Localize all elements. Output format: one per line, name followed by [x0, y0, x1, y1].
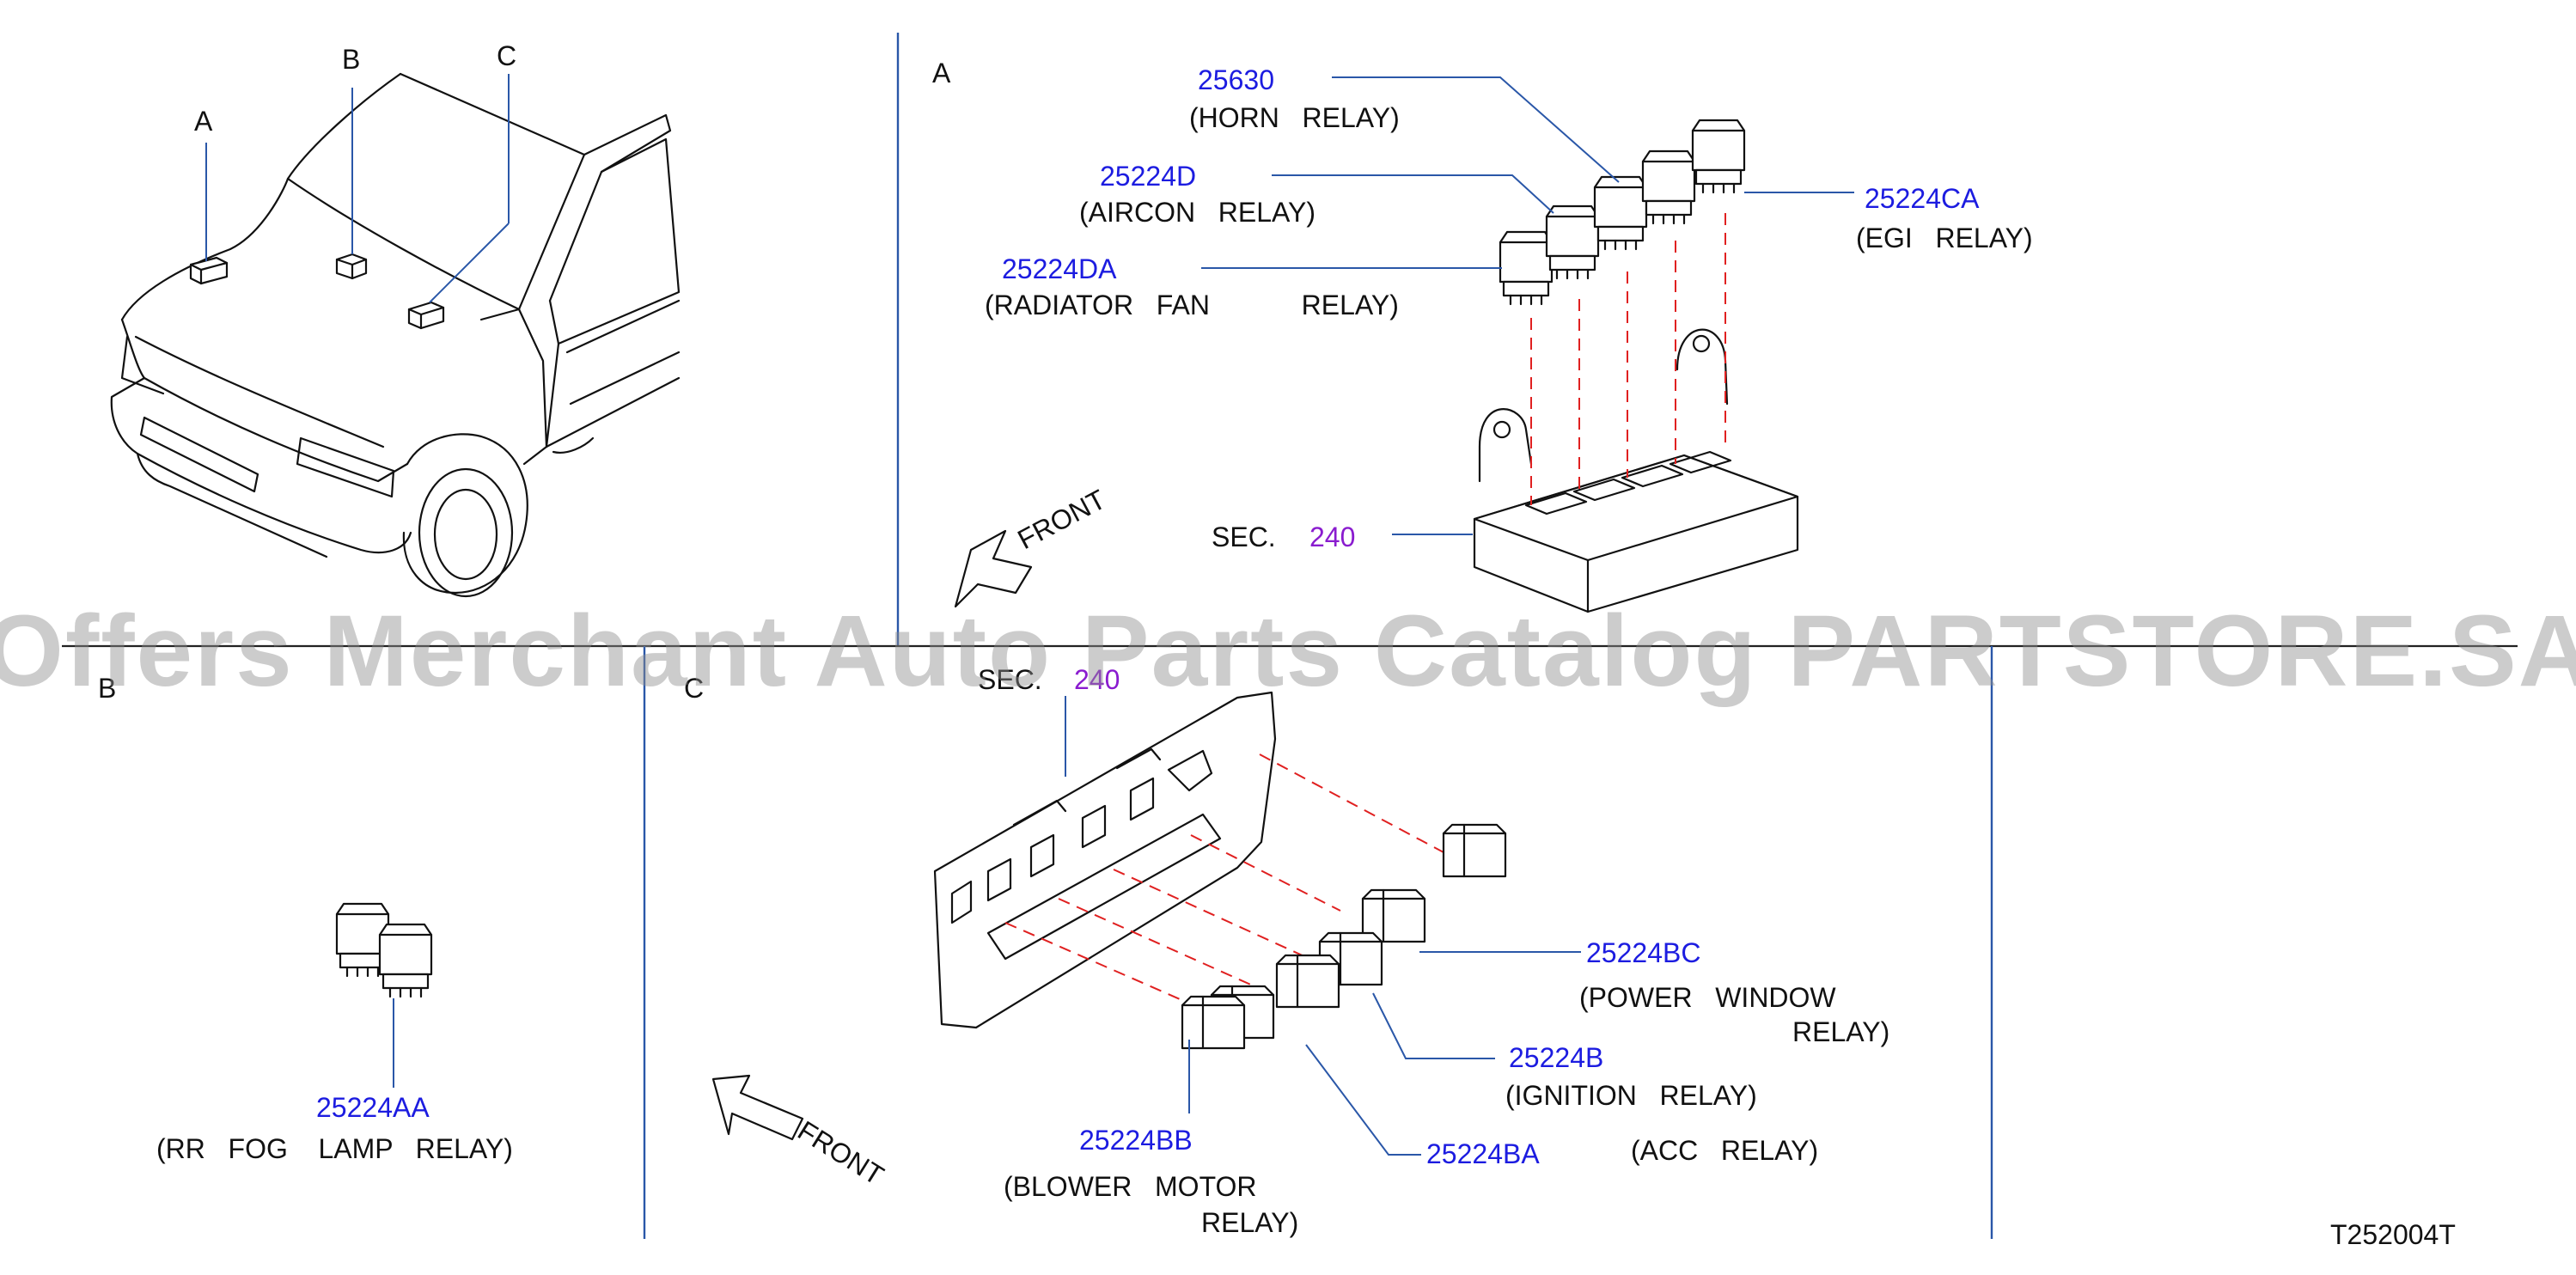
part-number-25224aa: 25224AA — [316, 1092, 430, 1123]
zone-label-b: B — [98, 673, 116, 704]
part-name-aircon-relay: (AIRCON RELAY) — [1079, 197, 1315, 228]
part-number-25224ba: 25224BA — [1426, 1138, 1540, 1169]
section-ref-number-a: 240 — [1309, 522, 1355, 552]
part-number-25224bb: 25224BB — [1079, 1125, 1193, 1156]
part-number-25224d: 25224D — [1100, 161, 1196, 192]
part-name-radiator-fan-relay: (RADIATOR FAN RELAY) — [985, 290, 1399, 320]
part-number-25224da: 25224DA — [1002, 253, 1117, 284]
zone-label-a: A — [932, 58, 951, 88]
vehicle-marker-c: C — [497, 40, 516, 71]
section-ref-prefix-c: SEC. — [978, 664, 1042, 695]
leader-25630 — [1332, 76, 1620, 183]
part-number-25224b: 25224B — [1509, 1042, 1603, 1073]
part-name-blower-motor-relay-line2: RELAY) — [1201, 1207, 1298, 1238]
part-name-egi-relay: (EGI RELAY) — [1856, 223, 2033, 253]
part-name-horn-relay: (HORN RELAY) — [1189, 102, 1400, 133]
section-a-illustration — [954, 119, 1799, 613]
section-ref-number-c: 240 — [1074, 664, 1120, 695]
front-label-c: FRONT — [792, 1114, 889, 1191]
leader-25224ba — [1305, 1044, 1421, 1156]
section-c-illustration — [711, 691, 1507, 1141]
part-number-25224bc: 25224BC — [1586, 937, 1700, 968]
vehicle-illustration: A B C — [110, 40, 681, 598]
part-name-acc-relay: (ACC RELAY) — [1631, 1135, 1818, 1166]
watermark-text: Offers Merchant Auto Parts Catalog PARTS… — [0, 595, 2576, 708]
part-number-25224ca: 25224CA — [1865, 183, 1980, 214]
leader-25224b — [1372, 992, 1495, 1059]
part-name-power-window-relay-line1: (POWER WINDOW — [1579, 982, 1836, 1013]
part-name-power-window-relay-line2: RELAY) — [1792, 1016, 1889, 1047]
vehicle-marker-a: A — [194, 106, 213, 137]
front-label-a: FRONT — [1012, 484, 1110, 556]
leader-25224d — [1272, 174, 1554, 214]
zone-label-c: C — [684, 673, 704, 704]
diagram-code: T252004T — [2330, 1219, 2456, 1250]
part-number-25630: 25630 — [1198, 64, 1274, 95]
part-name-ignition-relay: (IGNITION RELAY) — [1505, 1080, 1757, 1111]
vehicle-marker-b: B — [342, 44, 360, 75]
part-name-rr-fog-lamp-relay: (RR FOG LAMP RELAY) — [156, 1133, 513, 1164]
section-ref-prefix-a: SEC. — [1212, 522, 1276, 552]
section-b-illustration — [335, 902, 433, 998]
part-name-blower-motor-relay-line1: (BLOWER MOTOR — [1004, 1171, 1257, 1202]
